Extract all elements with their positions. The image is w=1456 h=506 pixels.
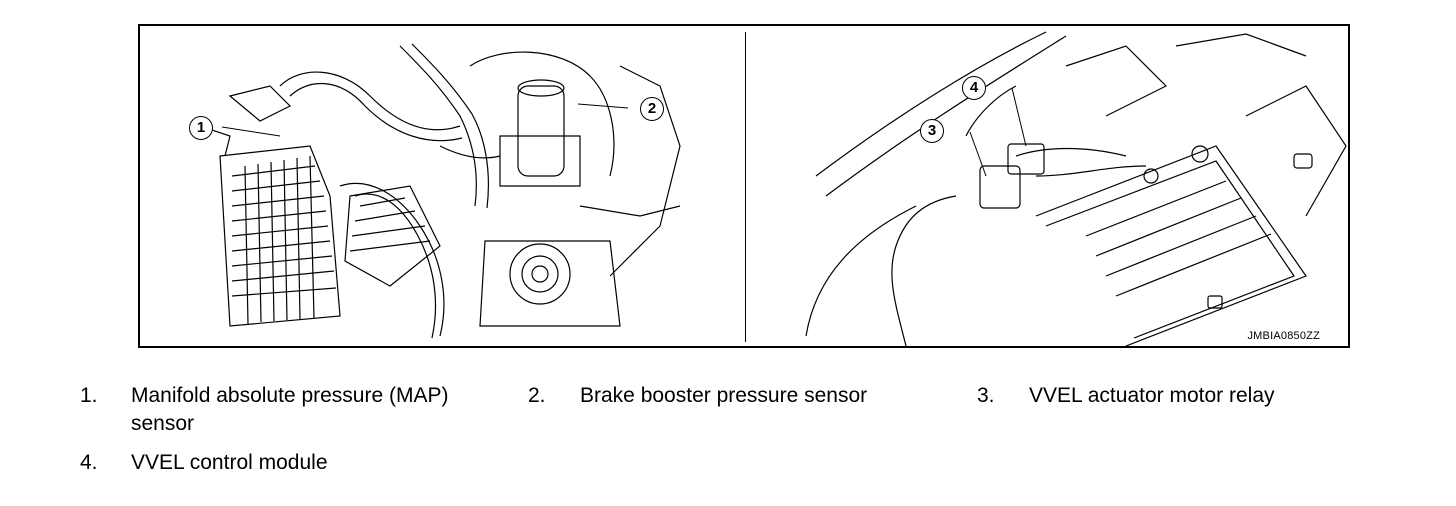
callout-2: 2	[640, 97, 664, 121]
left-panel-drawing	[199, 43, 681, 339]
callout-1: 1	[189, 116, 213, 140]
legend-label: VVEL control module	[131, 451, 328, 474]
callout-3: 3	[920, 119, 944, 143]
legend-number: 4.	[80, 451, 98, 474]
legend-number: 2.	[528, 384, 546, 407]
legend-number: 1.	[80, 384, 98, 407]
legend-label: VVEL actuator motor relay	[1029, 384, 1275, 407]
legend-label: Brake booster pressure sensor	[580, 384, 868, 407]
figure-code: JMBIA0850ZZ	[1247, 330, 1320, 342]
intake-grid	[219, 145, 341, 327]
engine-illustration: 1 2 3 4 JMBIA0850ZZ	[138, 24, 1350, 348]
callout-4: 4	[962, 76, 986, 100]
legend-label: Manifold absolute pressure (MAP)	[131, 384, 449, 407]
legend-label-continued: sensor	[131, 412, 195, 435]
legend-number: 3.	[977, 384, 995, 407]
panel-divider	[745, 32, 746, 342]
